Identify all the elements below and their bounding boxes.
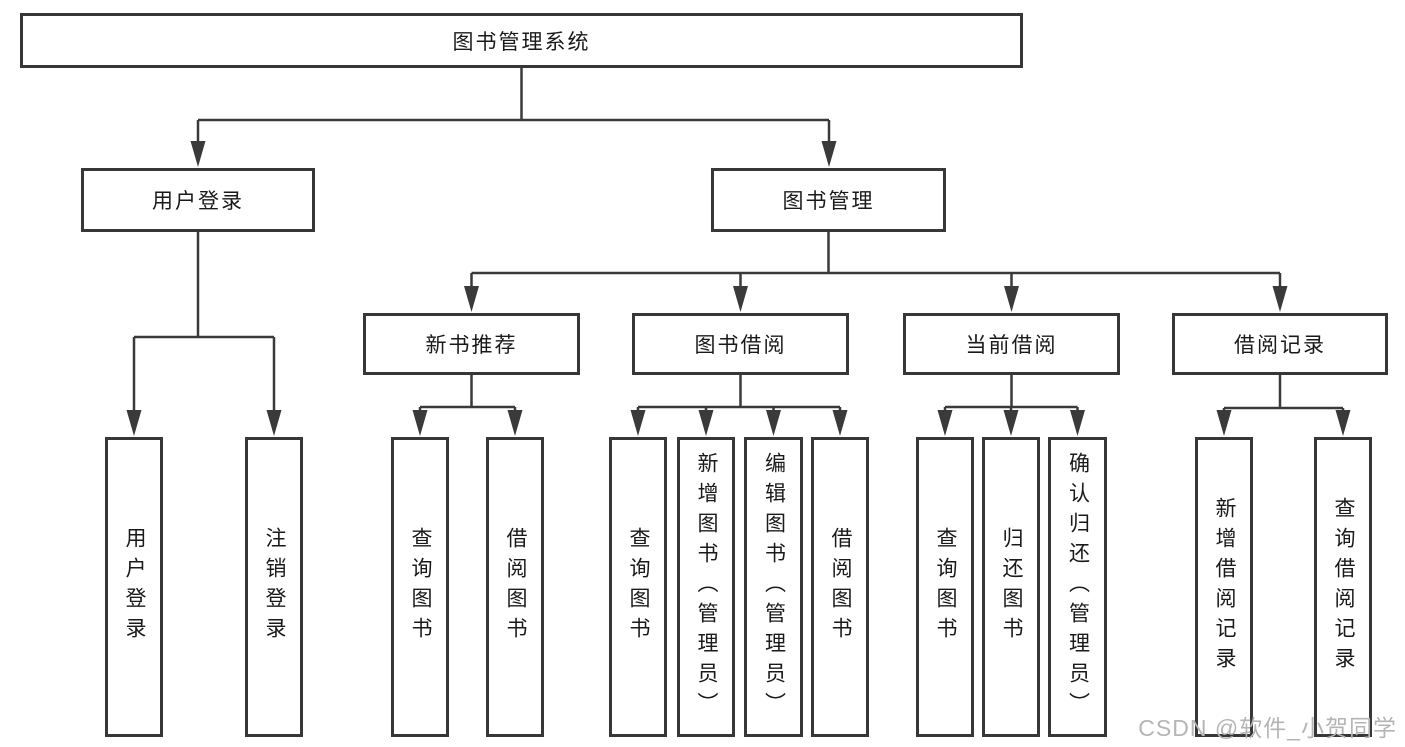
- watermark: CSDN @软件_小贺同学: [1138, 715, 1397, 741]
- node-leaf-logout: 注销登录: [245, 437, 303, 737]
- connector-current-borrow-branch: [943, 375, 1079, 413]
- node-new-book-rec: 新书推荐: [363, 313, 580, 375]
- node-root: 图书管理系统: [20, 13, 1023, 68]
- node-leaf-cb-return-books: 归还图书: [982, 437, 1040, 737]
- node-leaf-cb-query-books: 查询图书: [916, 437, 974, 737]
- connector-root-branch: [196, 68, 831, 144]
- node-leaf-br-add-record: 新增借阅记录: [1195, 437, 1253, 737]
- node-leaf-bb-add-books: 新增图书（管理员）: [677, 437, 735, 737]
- node-leaf-nb-borrow-books: 借阅图书: [486, 437, 544, 737]
- connector-book-borrow-branch: [636, 375, 842, 413]
- connector-book-mgmt-branch: [470, 232, 1282, 289]
- connector-new-book-branch: [418, 375, 517, 413]
- arrowheads: [126, 141, 1351, 436]
- node-leaf-bb-borrow-books: 借阅图书: [811, 437, 869, 737]
- node-current-borrow: 当前借阅: [903, 313, 1120, 375]
- node-user-login: 用户登录: [81, 168, 315, 232]
- node-leaf-user-login: 用户登录: [105, 437, 163, 737]
- node-leaf-nb-query-books: 查询图书: [391, 437, 449, 737]
- node-leaf-br-query-record: 查询借阅记录: [1314, 437, 1372, 737]
- node-borrow-record: 借阅记录: [1172, 313, 1388, 375]
- node-leaf-bb-edit-books: 编辑图书（管理员）: [744, 437, 803, 737]
- connector-borrow-record-branch: [1222, 375, 1345, 413]
- node-book-borrow: 图书借阅: [632, 313, 849, 375]
- connector-user-login-branch: [132, 232, 276, 413]
- node-book-mgmt: 图书管理: [711, 168, 946, 232]
- node-leaf-bb-query-books: 查询图书: [609, 437, 667, 737]
- node-leaf-cb-confirm-return: 确认归还（管理员）: [1048, 437, 1107, 737]
